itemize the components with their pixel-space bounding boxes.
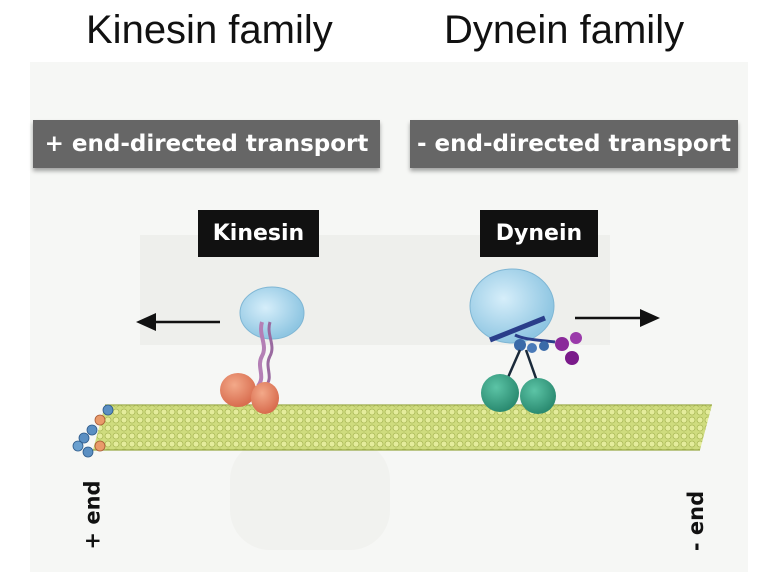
banner-plus-end-transport: + end-directed transport <box>33 120 380 168</box>
kinesin-motor <box>220 286 305 414</box>
label-dynein: Dynein <box>480 210 598 257</box>
kinesin-stalk <box>256 321 266 388</box>
dynein-head-left <box>481 374 519 412</box>
banner-minus-end-transport: - end-directed transport <box>410 120 738 168</box>
microtubule <box>72 404 712 458</box>
kinesin-head-left <box>220 373 256 407</box>
dynein-intermediate-chain <box>489 315 546 343</box>
dynein-direction-arrow <box>575 309 660 327</box>
kinesin-direction-arrow <box>136 313 220 331</box>
label-plus-end: + end <box>80 480 105 550</box>
label-minus-end: - end <box>684 490 709 552</box>
title-kinesin-family: Kinesin family <box>86 8 333 52</box>
background-watermark-lower <box>230 440 390 550</box>
dynein-motor <box>469 268 582 414</box>
dynein-light-chain <box>555 332 582 365</box>
dynein-head-right <box>520 378 556 414</box>
label-kinesin: Kinesin <box>198 210 319 257</box>
title-dynein-family: Dynein family <box>444 8 685 52</box>
microtubule-plus-end-tip <box>72 404 114 458</box>
kinesin-cargo <box>239 286 305 340</box>
kinesin-head-right <box>251 382 279 414</box>
